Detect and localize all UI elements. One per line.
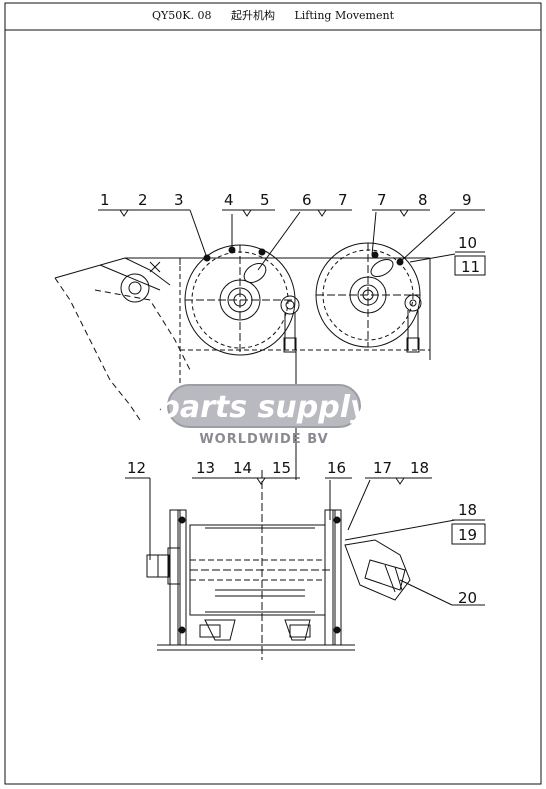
callout-18-top: 18	[410, 459, 429, 477]
callout-3: 3	[174, 191, 184, 209]
callout-5: 5	[260, 191, 270, 209]
bottom-view-leaders	[125, 477, 486, 606]
callout-6: 6	[302, 191, 312, 209]
watermark-tagline: WORLDWIDE BV	[199, 432, 328, 447]
callout-14: 14	[233, 459, 252, 477]
callout-13: 13	[196, 459, 215, 477]
watermark: parts supply WORLDWIDE BV	[157, 384, 371, 447]
callout-7-left: 7	[338, 191, 348, 209]
callout-10: 10	[458, 234, 477, 252]
top-view-leaders	[98, 209, 486, 276]
drawing-code: QY50K. 08	[151, 9, 212, 22]
top-view	[54, 242, 431, 480]
callout-15: 15	[272, 459, 291, 477]
watermark-pill	[167, 384, 361, 428]
callout-12: 12	[127, 459, 146, 477]
callout-17: 17	[373, 459, 392, 477]
callout-11: 11	[461, 258, 480, 276]
callout-4: 4	[224, 191, 234, 209]
callout-labels: 1 2 3 4 5 6 7 7 8 9 10 11 12 13 14 15 16…	[100, 191, 480, 607]
sheet-border	[4, 2, 542, 785]
callout-1: 1	[100, 191, 110, 209]
sheet-header: QY50K. 08 起升机构 Lifting Movement	[0, 7, 546, 23]
callout-8: 8	[418, 191, 428, 209]
drawing-title-cn: 起升机构	[230, 9, 275, 22]
bottom-view	[146, 470, 411, 660]
callout-9: 9	[462, 191, 472, 209]
callout-7-right: 7	[377, 191, 387, 209]
watermark-brand: parts supply	[157, 390, 371, 425]
callout-18-side: 18	[458, 501, 477, 519]
callout-2: 2	[138, 191, 148, 209]
callout-20: 20	[458, 589, 477, 607]
callout-16: 16	[327, 459, 346, 477]
drawing-title-en: Lifting Movement	[294, 9, 394, 22]
callout-19: 19	[458, 526, 477, 544]
